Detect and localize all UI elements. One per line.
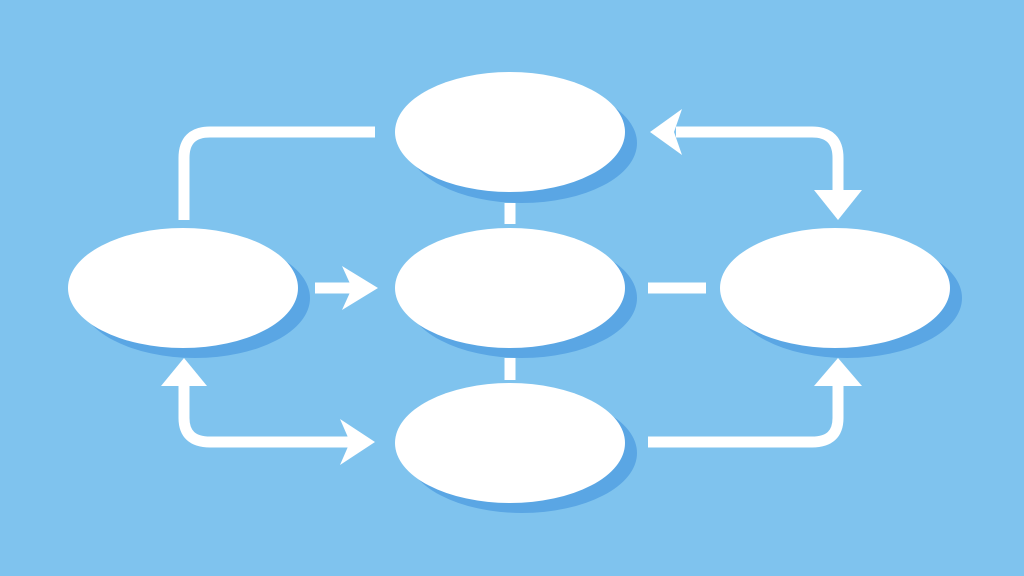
arrowhead-into-right-node-bottom — [814, 358, 862, 386]
connector-left-to-top — [178, 126, 375, 220]
node-top — [395, 72, 625, 192]
connector-bottom-to-right — [648, 384, 844, 448]
connector-top-right-loop — [676, 126, 844, 192]
arrowhead-into-left-node — [161, 358, 207, 386]
nodes — [68, 72, 950, 503]
arrowhead-into-right-node-top — [814, 190, 862, 220]
node-left — [68, 228, 298, 348]
arrowhead-into-bottom-node — [340, 419, 375, 465]
node-right — [720, 228, 950, 348]
connector-left-bottom-loop — [178, 384, 350, 448]
arrowheads — [161, 109, 862, 465]
arrowhead-into-center — [342, 266, 378, 310]
node-center — [395, 228, 625, 348]
arrowhead-into-top-node — [650, 109, 682, 155]
connectors — [178, 126, 844, 448]
node-bottom — [395, 383, 625, 503]
